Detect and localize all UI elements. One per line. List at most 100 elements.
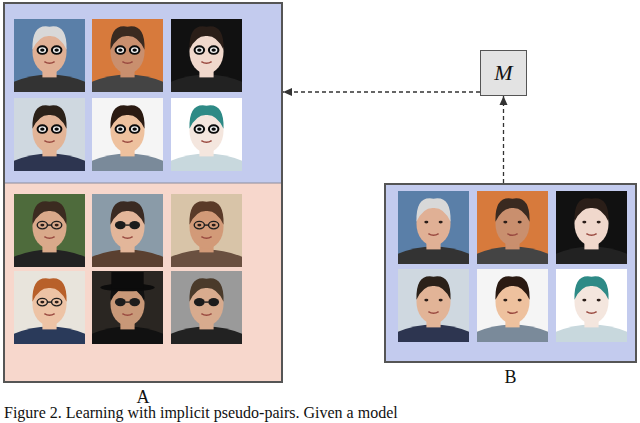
mouth — [44, 237, 54, 239]
eye-patch-ring — [131, 126, 138, 132]
face-photo — [14, 194, 85, 267]
sunglass-lens — [129, 298, 140, 306]
eye-patch-ring — [39, 126, 46, 132]
face-photo — [171, 98, 242, 171]
face-photo — [556, 191, 627, 264]
hair — [189, 278, 223, 301]
photo-background — [92, 98, 163, 171]
mouth — [44, 62, 54, 64]
photo-background — [171, 194, 242, 267]
hair — [32, 278, 66, 301]
glasses-frame — [194, 221, 204, 228]
mouth — [122, 237, 132, 239]
face-photo — [171, 19, 242, 92]
box-label: M — [494, 61, 512, 85]
eye-patch-ring — [39, 47, 46, 53]
hair — [189, 201, 223, 224]
eye-patch-center — [40, 127, 44, 130]
eye-patch-center — [211, 48, 215, 51]
photo-background — [14, 98, 85, 171]
eye — [40, 301, 44, 304]
eye-patch — [208, 124, 220, 134]
photo-background — [556, 191, 627, 264]
eye-patch-center — [197, 48, 201, 51]
photo-background — [14, 271, 85, 344]
photo-background — [398, 191, 469, 264]
eye-patch-center — [40, 48, 44, 51]
hair — [189, 105, 223, 128]
photo-background — [171, 19, 242, 92]
hat-crown — [111, 272, 143, 288]
glasses-bridge — [204, 301, 208, 302]
mouth — [201, 62, 211, 64]
eye-patch-center — [197, 127, 201, 130]
eye — [55, 224, 59, 227]
glasses-bridge — [204, 224, 208, 225]
mouth — [44, 314, 54, 316]
hair — [416, 198, 450, 221]
photo-background — [171, 98, 242, 171]
photo-background — [92, 271, 163, 344]
eye — [439, 221, 443, 224]
figure-caption: Figure 2. Learning with implicit pseudo-… — [4, 404, 398, 421]
glasses-bridge — [47, 224, 51, 225]
face-photos — [14, 19, 627, 344]
photo-background — [398, 269, 469, 342]
eye-patch-ring — [196, 47, 203, 53]
model-box: M — [480, 50, 527, 96]
eye-patch — [208, 45, 220, 55]
eye-patch-ring — [210, 47, 217, 53]
eye — [439, 299, 443, 302]
dashed-arrow — [503, 96, 504, 183]
hair — [32, 201, 66, 224]
eye — [518, 221, 522, 224]
hair — [416, 276, 450, 299]
face-photo — [398, 269, 469, 342]
eye — [197, 224, 201, 227]
eye — [424, 299, 428, 302]
eye-patch-center — [118, 48, 122, 51]
hair — [32, 105, 66, 128]
glasses-frame — [52, 221, 62, 228]
face-photo — [92, 194, 163, 267]
mouth — [201, 141, 211, 143]
eye — [40, 224, 44, 227]
mouth — [122, 314, 132, 316]
photo-background — [92, 194, 163, 267]
face-photo — [171, 194, 242, 267]
eye-patch — [129, 45, 141, 55]
eye — [424, 221, 428, 224]
face-photo — [477, 269, 548, 342]
face-photo — [92, 98, 163, 171]
mouth — [507, 234, 517, 236]
photo-background — [171, 271, 242, 344]
eye — [503, 299, 507, 302]
hair — [32, 26, 66, 49]
hair — [110, 105, 144, 128]
mouth — [44, 141, 54, 143]
sunglass-lens — [115, 298, 126, 306]
glasses-bridge — [125, 224, 129, 225]
dashed-arrow — [283, 91, 480, 92]
sunglass-lens — [194, 298, 205, 306]
eye-patch-ring — [53, 126, 60, 132]
mouth — [586, 234, 596, 236]
eye-patch-center — [132, 48, 136, 51]
panel-label: B — [386, 367, 635, 387]
eye — [212, 224, 216, 227]
hair — [495, 276, 529, 299]
face-photo — [398, 191, 469, 264]
glasses-frame — [52, 298, 62, 305]
eye-patch-ring — [210, 126, 217, 132]
photo-background — [14, 194, 85, 267]
glasses-bridge — [47, 301, 51, 302]
hair — [574, 198, 608, 221]
face-photo — [14, 98, 85, 171]
image-panel: A — [3, 2, 283, 383]
eye-patch-center — [211, 127, 215, 130]
face-photo — [171, 271, 242, 344]
photo-background — [477, 191, 548, 264]
glasses-frame — [37, 298, 47, 305]
eye-patch — [51, 45, 63, 55]
